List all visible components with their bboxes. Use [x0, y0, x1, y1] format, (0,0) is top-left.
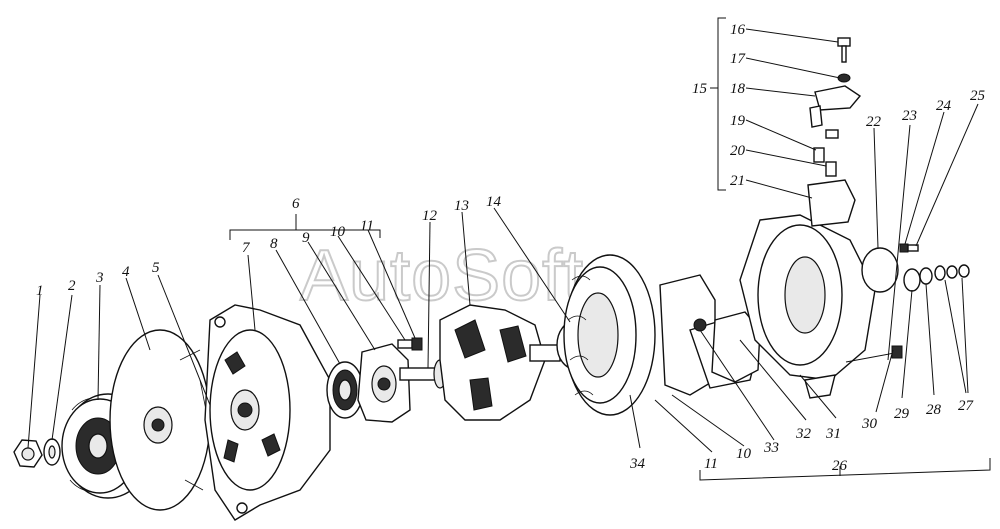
callout-24: 24 — [936, 98, 952, 114]
callout-10-lower: 10 — [736, 446, 752, 462]
part-screw-rear — [899, 243, 919, 253]
callout-4: 4 — [122, 264, 130, 280]
callout-12: 12 — [422, 208, 438, 224]
callout-11-lower: 11 — [704, 456, 718, 472]
part-washer — [43, 438, 61, 466]
callout-29: 29 — [894, 406, 910, 422]
leader-lines — [27, 17, 991, 481]
part-fan — [109, 329, 211, 511]
callout-9: 9 — [302, 230, 310, 246]
part-heat-sink — [711, 311, 761, 383]
part-bearing-cover — [357, 343, 411, 423]
callout-14: 14 — [486, 194, 502, 210]
callout-34: 34 — [629, 456, 646, 472]
callout-11-upper: 11 — [360, 218, 374, 234]
callout-3: 3 — [95, 270, 104, 286]
callout-26: 26 — [832, 458, 848, 474]
part-brush-holder-assembly — [807, 37, 862, 227]
callout-6: 6 — [292, 196, 300, 212]
callout-17: 17 — [730, 51, 747, 67]
callout-1: 1 — [36, 283, 44, 299]
callout-31: 31 — [825, 426, 841, 442]
callout-28: 28 — [926, 402, 942, 418]
part-screw-front — [397, 337, 423, 351]
callout-33: 33 — [763, 440, 779, 456]
callout-22: 22 — [866, 114, 882, 130]
callout-30: 30 — [861, 416, 878, 432]
callout-19: 19 — [730, 113, 746, 129]
part-rotor — [439, 304, 561, 421]
part-stator — [563, 254, 656, 416]
callout-2: 2 — [68, 278, 76, 294]
callout-27: 27 — [958, 398, 975, 414]
callout-21: 21 — [730, 173, 745, 189]
callout-18: 18 — [730, 81, 746, 97]
part-rear-housing — [739, 214, 876, 399]
callout-23: 23 — [902, 108, 917, 124]
callout-7: 7 — [242, 240, 251, 256]
callout-labels: 1 2 3 4 5 6 7 8 9 10 11 12 13 14 15 16 1… — [36, 22, 986, 474]
callout-10-upper: 10 — [330, 224, 346, 240]
part-bearing-front — [326, 361, 364, 419]
callout-8: 8 — [270, 236, 278, 252]
callout-25: 25 — [970, 88, 986, 104]
watermark: AutoSoft — [300, 236, 584, 316]
callout-13: 13 — [454, 198, 469, 214]
callout-32: 32 — [795, 426, 812, 442]
callout-5: 5 — [152, 260, 160, 276]
callout-20: 20 — [730, 143, 746, 159]
part-terminal-hardware — [903, 264, 970, 292]
callout-16: 16 — [730, 22, 746, 38]
part-cover-plate — [861, 247, 899, 293]
part-front-housing — [204, 304, 331, 521]
callout-15: 15 — [692, 81, 708, 97]
